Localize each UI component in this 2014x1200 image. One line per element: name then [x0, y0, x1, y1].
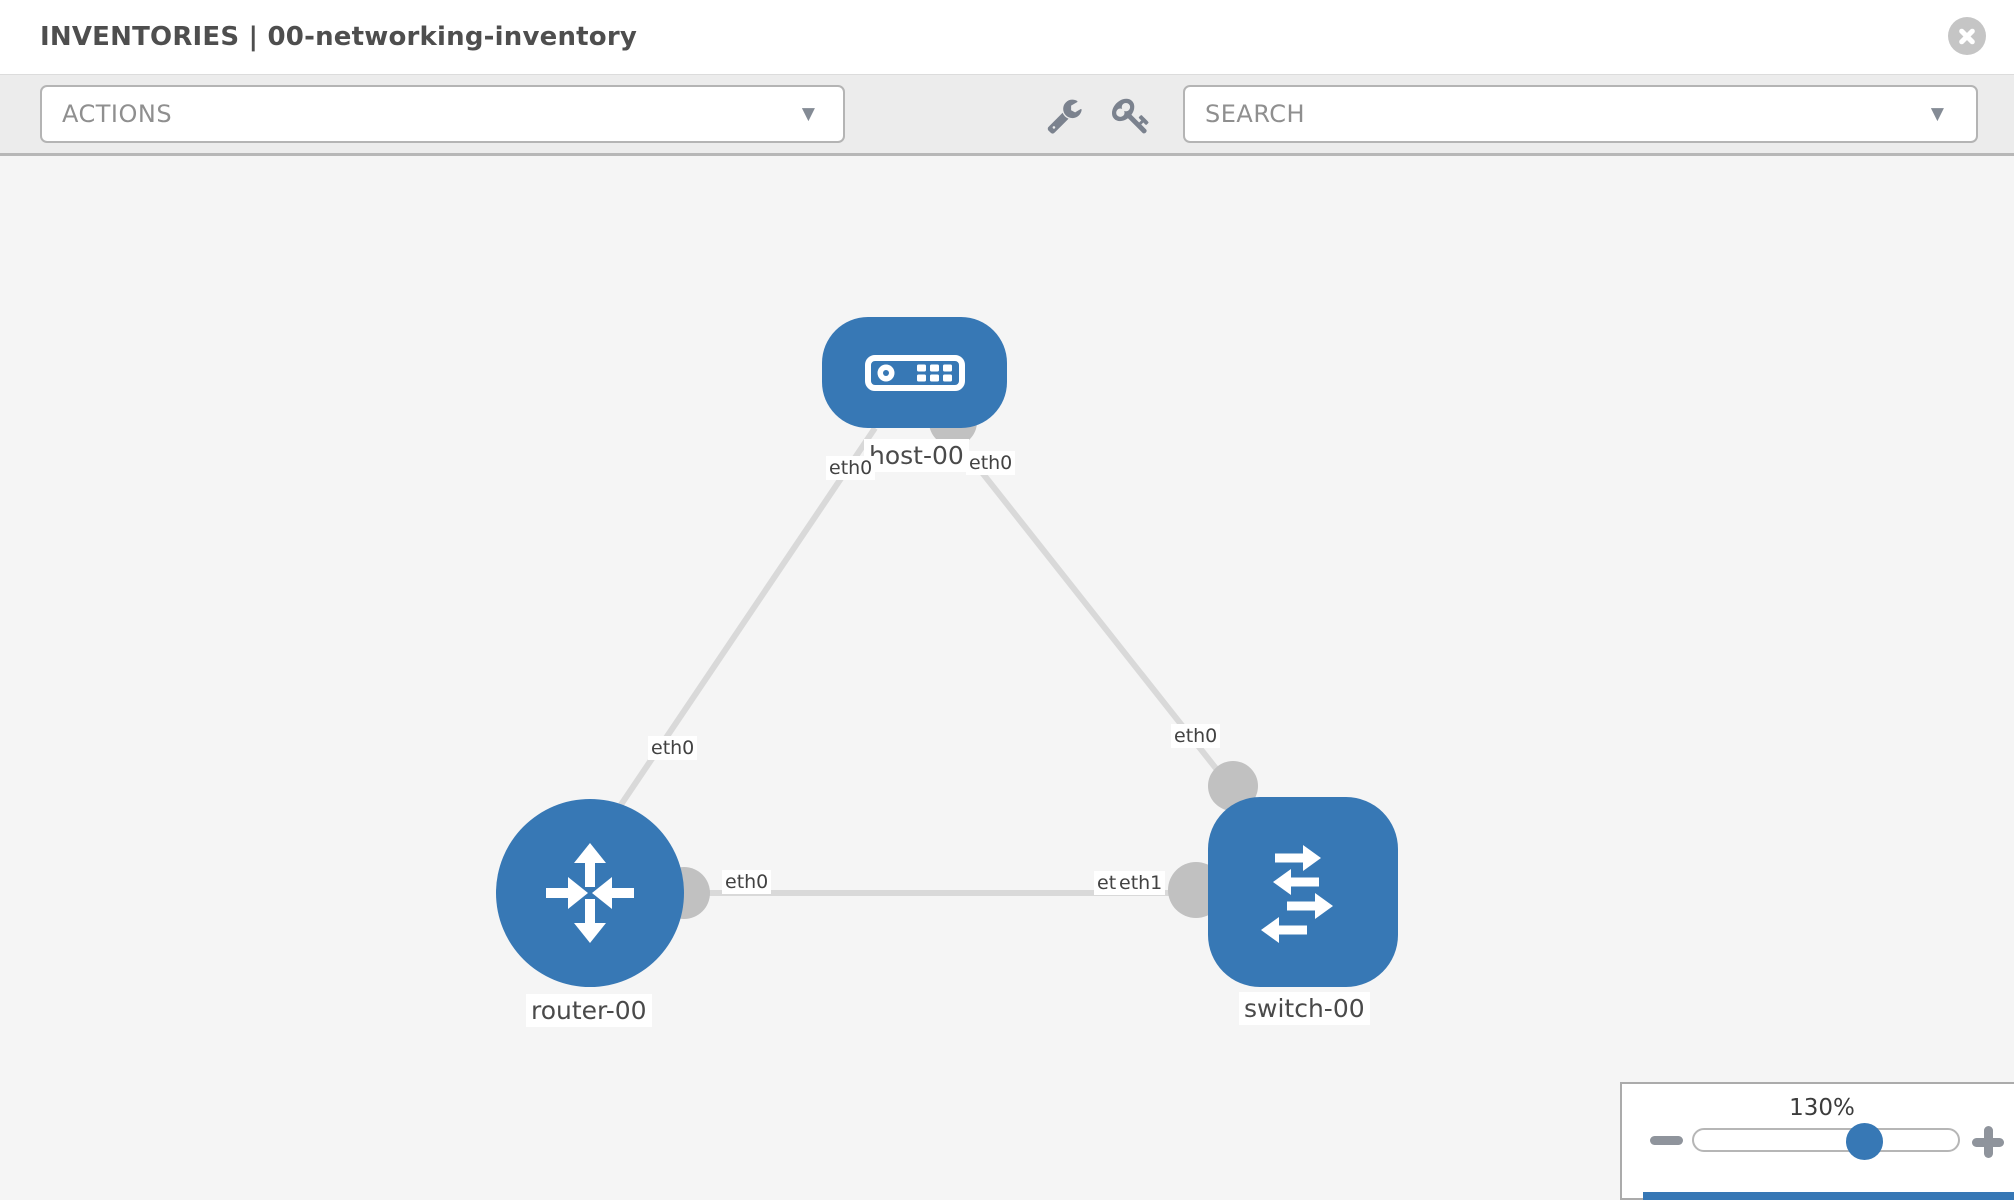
- node-host[interactable]: [822, 317, 1007, 428]
- switch-icon: [1261, 845, 1333, 943]
- wrench-icon[interactable]: [1046, 97, 1083, 134]
- iface-label-switch-top: eth0: [1171, 724, 1221, 748]
- node-switch[interactable]: [1208, 797, 1398, 987]
- zoom-slider-track[interactable]: [1692, 1128, 1960, 1152]
- topology-links-layer: [604, 398, 1290, 919]
- node-router[interactable]: [496, 799, 684, 987]
- iface-label-router-right: eth0: [722, 870, 772, 894]
- chevron-down-icon: ▼: [1930, 104, 1944, 124]
- page-title: INVENTORIES | 00-networking-inventory: [40, 22, 638, 52]
- toolbar: ACTIONS ▼ SEARCH ▼: [0, 74, 2014, 156]
- header-bar: INVENTORIES | 00-networking-inventory: [0, 0, 2014, 74]
- zoom-minus-icon[interactable]: [1650, 1136, 1683, 1145]
- close-icon[interactable]: [1948, 17, 1986, 55]
- iface-label-host-right: eth0: [966, 451, 1016, 475]
- bottom-panel-edge: [1643, 1192, 2014, 1200]
- actions-dropdown[interactable]: ACTIONS ▼: [40, 85, 845, 143]
- search-dropdown[interactable]: SEARCH ▼: [1183, 85, 1978, 143]
- server-icon: [864, 354, 965, 391]
- zoom-slider-thumb[interactable]: [1846, 1123, 1883, 1160]
- node-label-switch: switch-00: [1239, 992, 1370, 1025]
- iface-label-router-top: eth0: [648, 736, 698, 760]
- zoom-control-panel: 130%: [1620, 1082, 2014, 1200]
- zoom-value: 130%: [1789, 1095, 1855, 1121]
- iface-label-host-left: eth0: [826, 456, 876, 480]
- zoom-plus-icon[interactable]: [1970, 1124, 2006, 1160]
- search-dropdown-placeholder: SEARCH: [1205, 100, 1306, 128]
- key-icon[interactable]: [1112, 96, 1151, 135]
- actions-dropdown-label: ACTIONS: [62, 100, 173, 128]
- topology-canvas[interactable]: host-00 router-00 switch-00 eth0 eth0 et…: [0, 156, 2014, 1200]
- router-icon: [546, 843, 634, 943]
- iface-label-switch-eth1: eth1: [1116, 871, 1166, 895]
- plus-bar: [1983, 1126, 1993, 1158]
- chevron-down-icon: ▼: [801, 104, 815, 124]
- node-label-host: host-00: [864, 439, 969, 472]
- node-label-router: router-00: [526, 994, 652, 1027]
